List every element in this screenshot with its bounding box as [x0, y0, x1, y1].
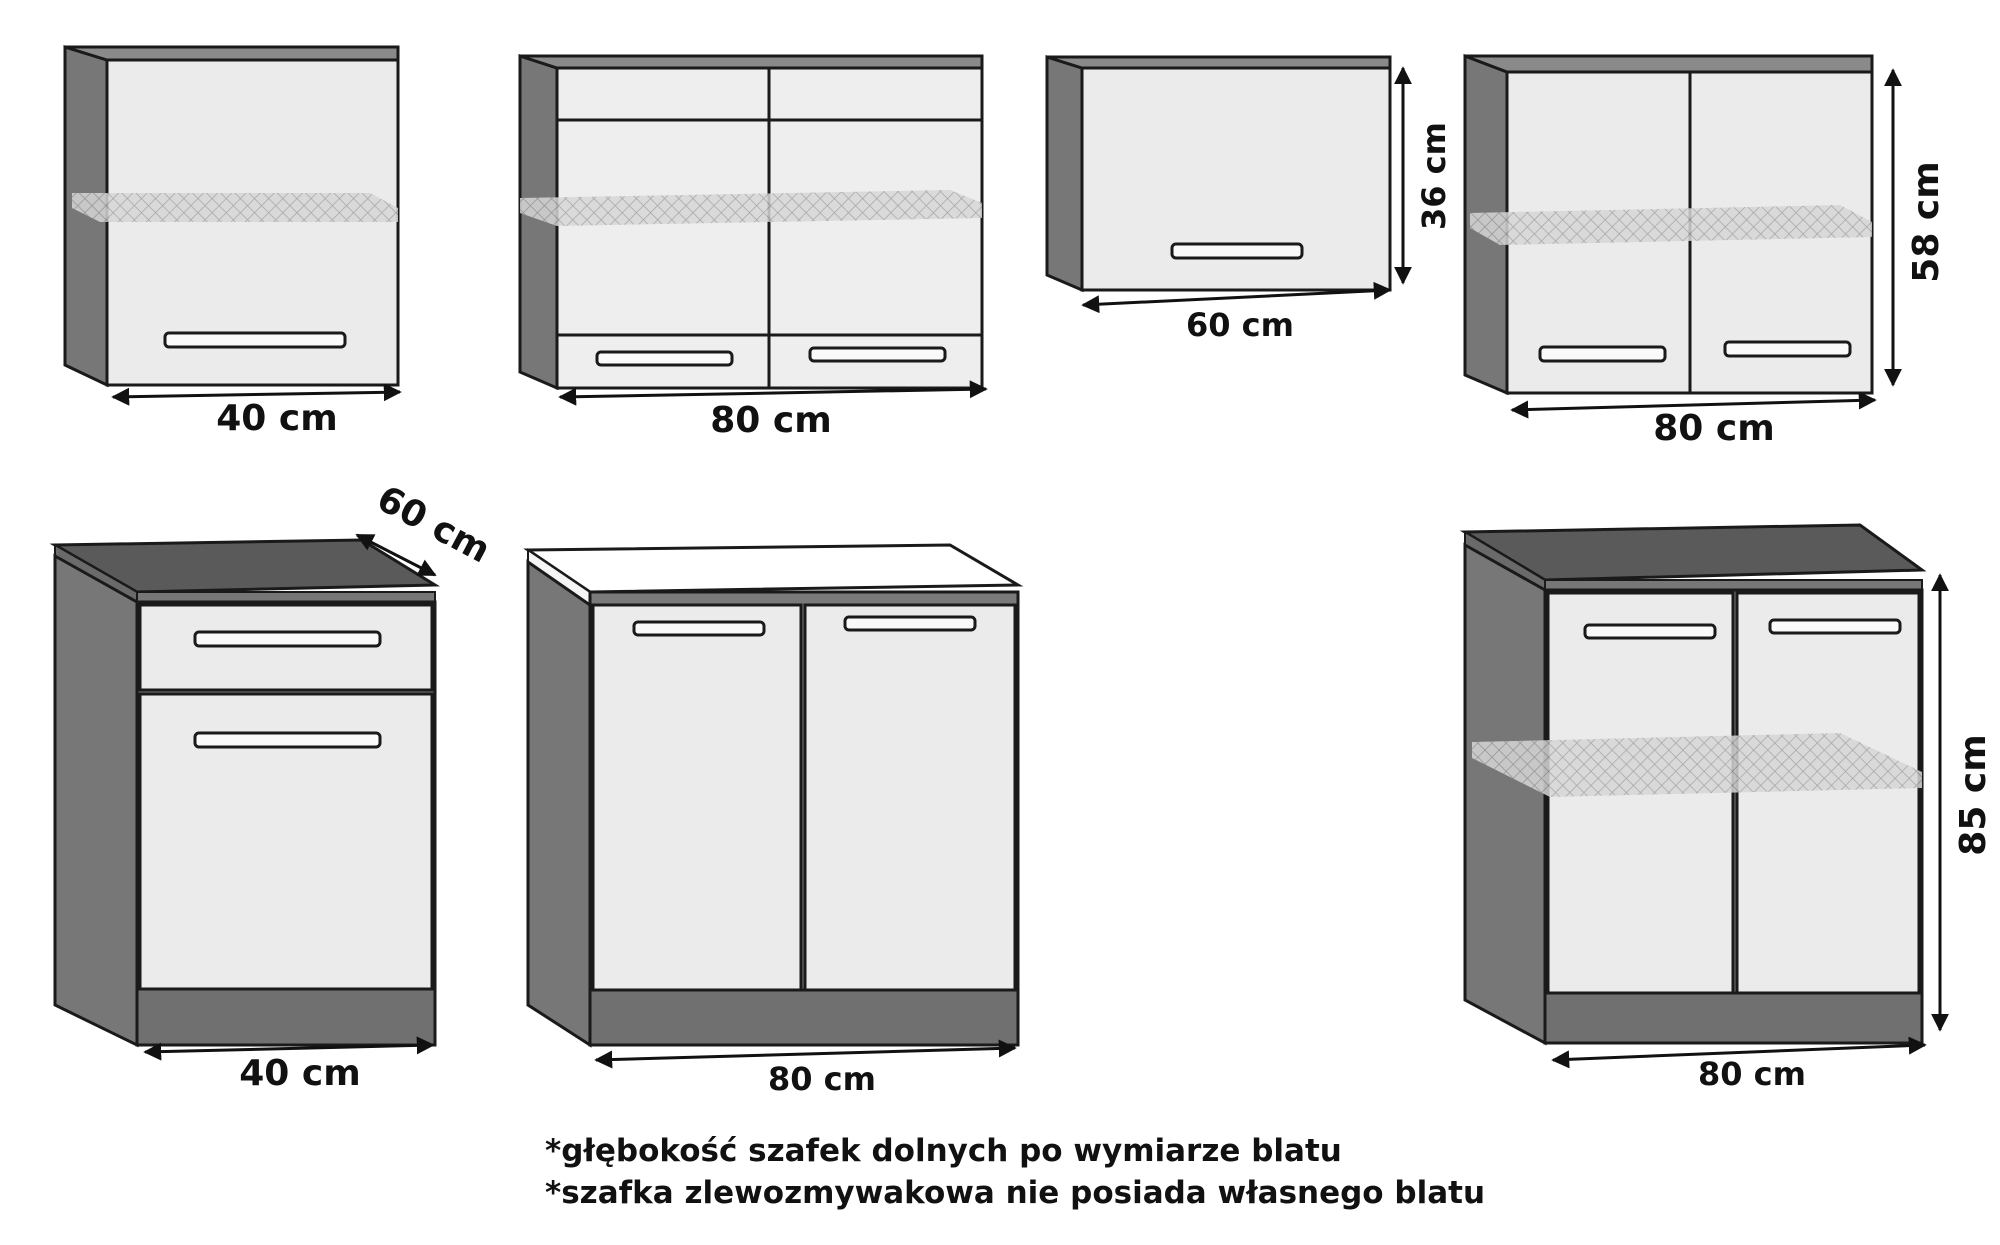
note-sink-worktop: *szafka zlewozmywakowa nie posiada własn… — [545, 1175, 1486, 1211]
height-label: 85 cm — [1953, 734, 1994, 855]
door-handle — [193, 731, 382, 749]
lower-cabinet-80-sink: 80 cm — [523, 543, 1024, 1098]
door-handle-right — [1723, 340, 1852, 358]
lower-cabinet-80: 85 cm 80 cm — [1459, 523, 1994, 1093]
cabinet-top-edge — [1464, 54, 1874, 74]
cabinet-side — [1463, 542, 1547, 1046]
drawer-handle — [193, 630, 382, 648]
cabinet-door — [105, 58, 400, 387]
cabinet-side — [526, 559, 592, 1048]
top-board — [523, 543, 1024, 594]
glass-shelf — [1470, 205, 1872, 245]
width-label: 80 cm — [710, 400, 831, 441]
upper-cabinet-40: 40 cm — [63, 44, 402, 439]
width-arrow — [594, 1039, 1017, 1069]
note-depth: *głębokość szafek dolnych po wymiarze bl… — [545, 1133, 1342, 1169]
door-handle-left — [595, 350, 734, 367]
width-arrow — [1081, 281, 1392, 314]
door-handle-left — [1583, 623, 1717, 640]
cabinet-top-edge — [519, 54, 984, 70]
height-label: 36 cm — [1415, 122, 1453, 230]
width-label: 80 cm — [768, 1060, 876, 1098]
glass-shelf — [1472, 733, 1922, 797]
lower-cabinet-40-drawer: 60 cm 40 cm — [49, 478, 497, 1094]
width-label: 80 cm — [1698, 1055, 1806, 1093]
width-arrow — [143, 1036, 435, 1061]
door-right — [803, 603, 1017, 992]
door-handle-right — [843, 615, 977, 632]
cabinet-top-edge — [1046, 55, 1392, 70]
plinth — [135, 987, 437, 1047]
door-right — [1735, 591, 1921, 995]
door-handle-right — [1768, 618, 1902, 635]
cabinet-side — [1045, 54, 1084, 293]
cabinet-side — [53, 553, 139, 1048]
glass-shelf — [520, 190, 982, 226]
upper-cabinet-80-glass: 80 cm — [518, 53, 988, 441]
upper-cabinet-80: 58 cm 80 cm — [1463, 53, 1947, 449]
depth-arrow — [355, 533, 437, 577]
door-handle — [1170, 242, 1304, 260]
cabinet-top-edge — [64, 45, 400, 62]
door-handle — [163, 331, 347, 349]
width-arrow — [1551, 1036, 1927, 1069]
width-label: 40 cm — [216, 398, 337, 439]
glass-shelf — [72, 193, 398, 222]
width-label: 40 cm — [239, 1053, 360, 1094]
upper-cabinet-60-flap: 36 cm 60 cm — [1045, 54, 1453, 344]
door-left — [591, 603, 803, 992]
height-label: 58 cm — [1906, 161, 1947, 282]
plinth — [1543, 991, 1924, 1045]
door-handle-right — [808, 346, 947, 363]
plinth — [588, 988, 1020, 1047]
width-label: 80 cm — [1653, 408, 1774, 449]
width-arrow — [1510, 391, 1877, 419]
door-handle-left — [632, 620, 766, 637]
door-handle-left — [1538, 345, 1667, 363]
width-label: 60 cm — [1186, 306, 1294, 344]
worktop — [1459, 523, 1927, 582]
width-arrow — [111, 383, 402, 406]
width-arrow — [558, 380, 988, 406]
